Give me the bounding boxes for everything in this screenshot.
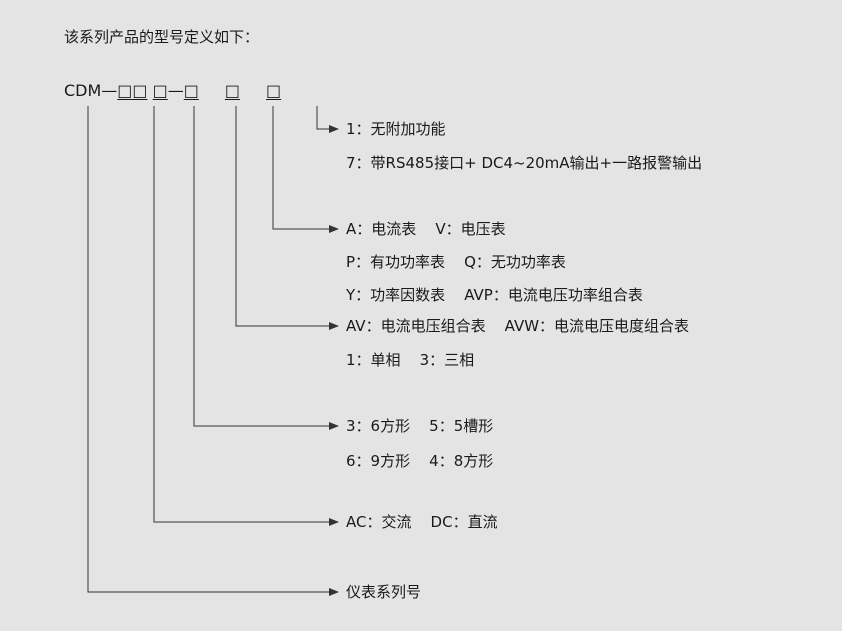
label-type-y-avp: Y：功率因数表 AVP：电流电压功率组合表	[346, 286, 643, 304]
label-phase: 1：单相 3：三相	[346, 351, 475, 369]
label-ac-dc: AC：交流 DC：直流	[346, 513, 498, 531]
code-slot-5: □	[266, 81, 282, 100]
label-series: 仪表系列号	[346, 583, 422, 601]
label-type-pq: P：有功功率表 Q：无功功率表	[346, 253, 566, 271]
label-type-av: A：电流表 V：电压表	[346, 220, 506, 238]
code-slot-4: □	[224, 81, 240, 100]
connector-slot-4	[272, 106, 339, 233]
label-shape-2: 6：9方形 4：8方形	[346, 452, 494, 470]
label-option-rs485: 7：带RS485接口+ DC4~20mA输出+一路报警输出	[346, 154, 703, 172]
label-option-no-extra: 1：无附加功能	[346, 120, 446, 138]
connector-slot-2	[193, 106, 339, 430]
connector-prefix	[87, 106, 339, 596]
model-code: CDM—□□ □—□□□	[64, 82, 281, 100]
code-slot-2: □	[152, 81, 168, 100]
code-slot-3: □	[183, 81, 199, 100]
label-shape-1: 3：6方形 5：5槽形	[346, 417, 494, 435]
connector-slot-1	[153, 106, 339, 526]
page-title: 该系列产品的型号定义如下：	[64, 28, 260, 46]
connector-slot-5	[316, 106, 339, 133]
code-dash: —	[167, 81, 184, 100]
connector-slot-3	[235, 106, 339, 330]
code-prefix: CDM—	[64, 81, 118, 100]
code-slot-1: □□	[117, 81, 148, 100]
label-type-av-avw: AV：电流电压组合表 AVW：电流电压电度组合表	[346, 317, 690, 335]
